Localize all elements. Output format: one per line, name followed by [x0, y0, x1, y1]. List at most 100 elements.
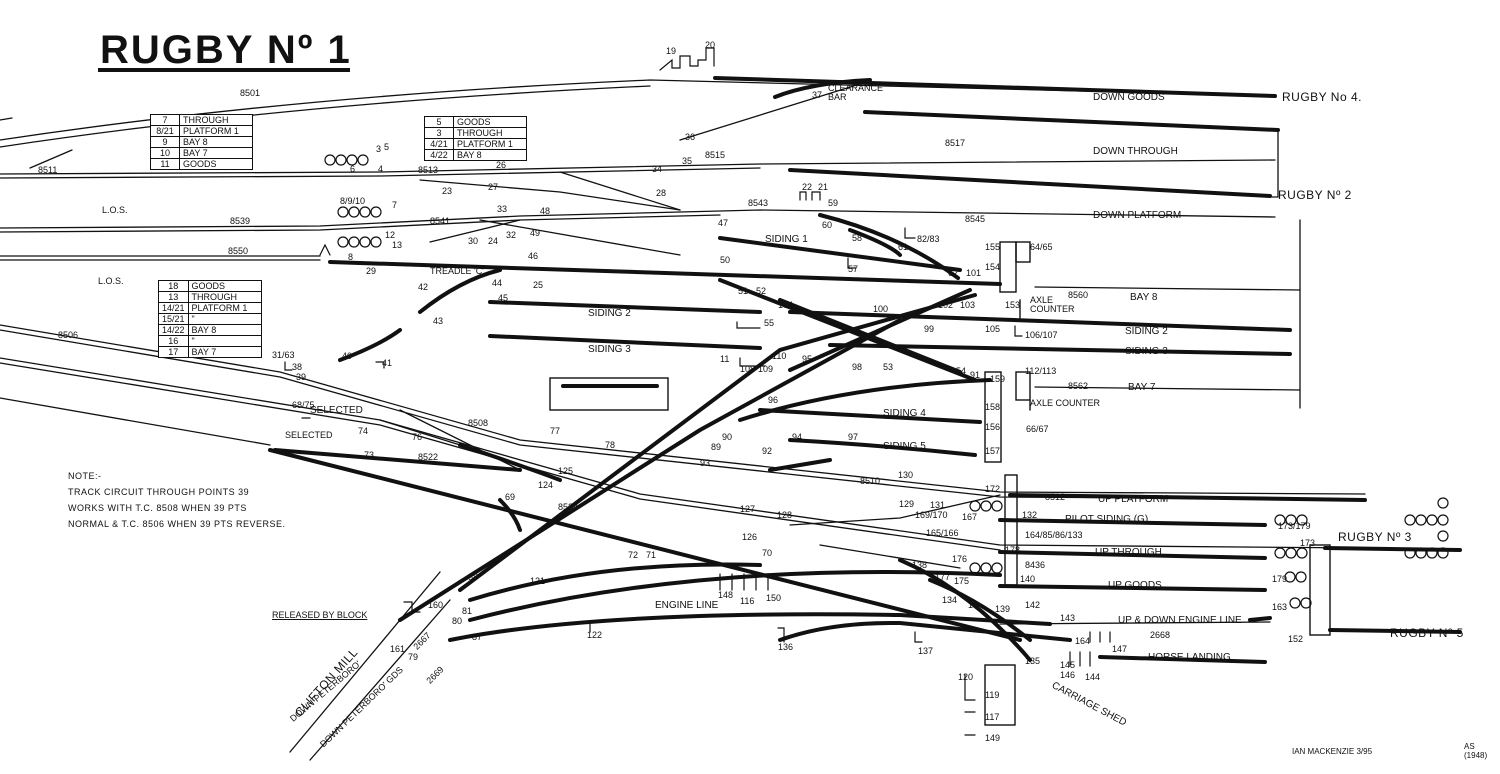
lever-number: 12 — [385, 230, 396, 240]
lever-number: 79 — [408, 652, 419, 662]
lever-number: 8 — [348, 252, 354, 262]
lever-number: 34 — [652, 164, 663, 174]
left-slanted-1 — [0, 117, 13, 121]
lever-number: 150 — [766, 593, 782, 603]
siding3-left — [488, 334, 762, 350]
label-siding-1: SIDING 1 — [765, 234, 808, 245]
lever-number: 140 — [1020, 574, 1036, 584]
label-down-through: DOWN THROUGH — [1093, 146, 1178, 157]
lever-number: 102 — [938, 300, 954, 310]
route-destination: BAY 7 — [187, 346, 262, 358]
lever-number: 116 — [740, 596, 755, 606]
label-los-1: L.O.S. — [102, 205, 128, 215]
label-bay-8: BAY 8 — [1130, 292, 1158, 303]
lever-number: 73 — [364, 450, 375, 460]
lever-number: 60 — [822, 220, 833, 230]
lever-number: 74 — [358, 426, 369, 436]
lever-number: 135 — [1025, 656, 1041, 666]
lever-number: 5 — [384, 142, 390, 152]
panel-outlines — [549, 241, 1331, 726]
lever-number: 11 — [720, 354, 730, 364]
lever-number: 106/107 — [1025, 330, 1058, 340]
curve-134 — [778, 620, 1072, 642]
lever-number: 108 — [740, 364, 756, 374]
lever-number: 13 — [392, 240, 403, 250]
tc-8515: 8515 — [705, 150, 726, 160]
route-number: 4/22 — [424, 149, 454, 161]
clearance-bar-track — [773, 78, 872, 99]
engine-line-right — [1248, 616, 1272, 622]
tc-8508: 8508 — [468, 418, 489, 428]
lever-number: 78 — [605, 440, 616, 450]
lever-number: 164/85/86/133 — [1025, 530, 1083, 540]
lever-number: 119 — [985, 690, 1000, 700]
route-destination: GOODS — [187, 280, 262, 292]
lever-number: 160 — [428, 600, 444, 610]
lever-number: 31/63 — [272, 350, 295, 360]
route-destination: " — [187, 335, 262, 347]
lever-number: 91 — [970, 370, 981, 380]
lever-number: 52 — [756, 286, 767, 296]
down-platform-line — [0, 209, 1276, 229]
lever-number: 100 — [873, 304, 889, 314]
track-circuit-lines — [268, 76, 1462, 664]
lever-number: 104 — [778, 300, 794, 310]
lever-number: 54 — [956, 366, 967, 376]
route-destination: PLATFORM 1 — [179, 125, 253, 137]
lever-number: 36 — [685, 132, 696, 142]
curve-87 — [468, 570, 1002, 622]
crossover-3 — [429, 214, 721, 243]
lever-number: 154 — [985, 262, 1001, 272]
route-destination: " — [187, 313, 262, 325]
curve-61 — [848, 228, 902, 257]
lever-number: 142 — [1025, 600, 1041, 610]
route-destination: GOODS — [453, 116, 527, 128]
route-destination: THROUGH — [453, 127, 527, 139]
route-number: 16 — [158, 335, 189, 347]
label-pilot-siding: PILOT SIDING (G) — [1065, 514, 1149, 525]
lever-number: 90 — [722, 432, 733, 442]
lever-number: 64/65 — [1030, 242, 1053, 252]
lever-number: 26 — [496, 160, 507, 170]
lever-number: 59 — [828, 198, 839, 208]
lever-number: 161 — [390, 644, 406, 654]
lever-number: 28 — [656, 188, 667, 198]
route-number: 7 — [150, 114, 180, 126]
lever-number: 95 — [802, 354, 813, 364]
lever-number: 109 — [758, 364, 774, 374]
label-up-through: UP THROUGH — [1095, 547, 1162, 558]
ground-signals — [284, 47, 1111, 736]
label-treadle: TREADLE 'C' — [430, 266, 484, 276]
up-through-branch — [789, 494, 1001, 526]
up-through-heavy — [998, 550, 1267, 560]
lever-number: 169/170 — [915, 510, 948, 520]
track-circuit-note: NOTE:- TRACK CIRCUIT THROUGH POINTS 39 W… — [68, 471, 286, 529]
lower-left-line — [0, 357, 1366, 549]
crossover-1 — [419, 179, 681, 211]
route-destination: PLATFORM 1 — [453, 138, 527, 150]
lever-number: 69 — [505, 492, 516, 502]
lever-number: 173/179 — [1278, 521, 1311, 531]
siding3-right — [828, 343, 1292, 356]
peterboro-line — [289, 571, 441, 753]
curve-60 — [818, 213, 960, 280]
lever-number: 129 — [899, 499, 915, 509]
siding-branch-left — [379, 419, 461, 446]
bay7-line — [1034, 386, 1301, 391]
lever-number: 45 — [498, 293, 509, 303]
lever-number: 76 — [412, 432, 423, 442]
route-number: 5 — [424, 116, 454, 128]
down-goods-line — [0, 79, 1276, 141]
route-destination: GOODS — [179, 158, 253, 170]
lever-number: 44 — [492, 278, 503, 288]
route-number: 9 — [150, 136, 180, 148]
lever-number: 21 — [818, 182, 829, 192]
long-diagonal-1 — [398, 318, 902, 622]
